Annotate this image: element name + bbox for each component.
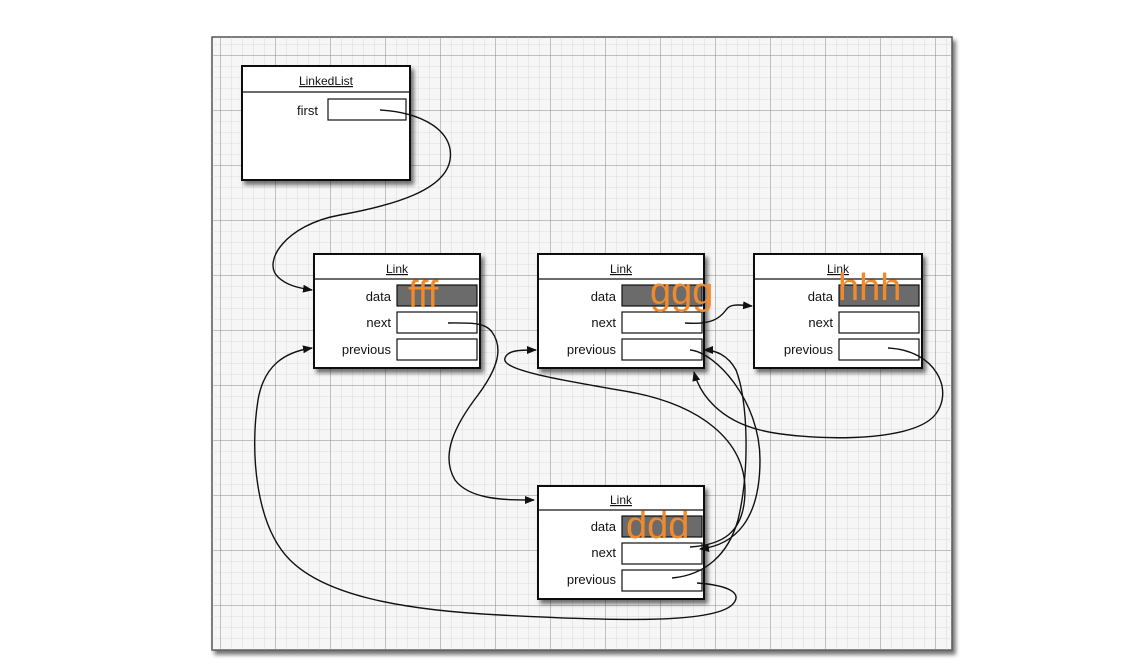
data-slot — [621, 284, 703, 307]
previous-field-label: previous — [784, 342, 834, 357]
previous-slot — [621, 569, 703, 592]
linkedlist-first-slot — [327, 98, 407, 121]
next-field-label: next — [366, 315, 391, 330]
ggg-next-arrow — [684, 301, 753, 325]
next-slot — [838, 311, 920, 334]
link-class-name: Link — [610, 493, 633, 507]
first-pointer-arrow — [272, 109, 452, 293]
previous-slot — [838, 338, 920, 361]
next-slot — [396, 311, 478, 334]
previous-field-label: previous — [567, 342, 617, 357]
ggg-previous-arrow — [689, 349, 761, 552]
previous-slot — [621, 338, 703, 361]
link-value-hhh: hhh — [838, 267, 901, 309]
data-field-label: data — [808, 289, 834, 304]
link-class-name: Link — [827, 262, 850, 276]
linkedlist-class-name: LinkedList — [299, 74, 354, 88]
ddd-next-arrow — [504, 346, 746, 548]
next-slot — [621, 311, 703, 334]
link-object-ggg: Link data next previous — [537, 253, 705, 369]
next-field-label: next — [591, 545, 616, 560]
previous-field-label: previous — [342, 342, 392, 357]
link-object-fff: Link data next previous — [313, 253, 481, 369]
link-value-fff: fff — [408, 274, 439, 316]
data-field-label: data — [591, 289, 617, 304]
hhh-previous-arrow — [692, 347, 944, 439]
data-slot — [396, 284, 478, 307]
linkedlist-field-first-label: first — [297, 103, 318, 118]
data-field-label: data — [366, 289, 392, 304]
link-object-ddd: Link data next previous — [537, 485, 705, 600]
pointer-arrows — [254, 109, 944, 621]
next-field-label: next — [808, 315, 833, 330]
link-value-ddd: ddd — [626, 505, 689, 547]
linkedlist-object: LinkedList first — [241, 65, 411, 181]
ddd-previous-arrow — [671, 346, 747, 579]
fff-next-arrow — [447, 322, 535, 504]
data-slot — [621, 515, 703, 538]
link-class-name: Link — [386, 262, 409, 276]
link-value-ggg: ggg — [650, 271, 713, 313]
fff-previous-arrow — [254, 345, 737, 621]
next-field-label: next — [591, 315, 616, 330]
data-field-label: data — [591, 519, 617, 534]
next-slot — [621, 542, 703, 565]
previous-field-label: previous — [567, 572, 617, 587]
previous-slot — [396, 338, 478, 361]
link-class-name: Link — [610, 262, 633, 276]
data-slot — [838, 284, 920, 307]
